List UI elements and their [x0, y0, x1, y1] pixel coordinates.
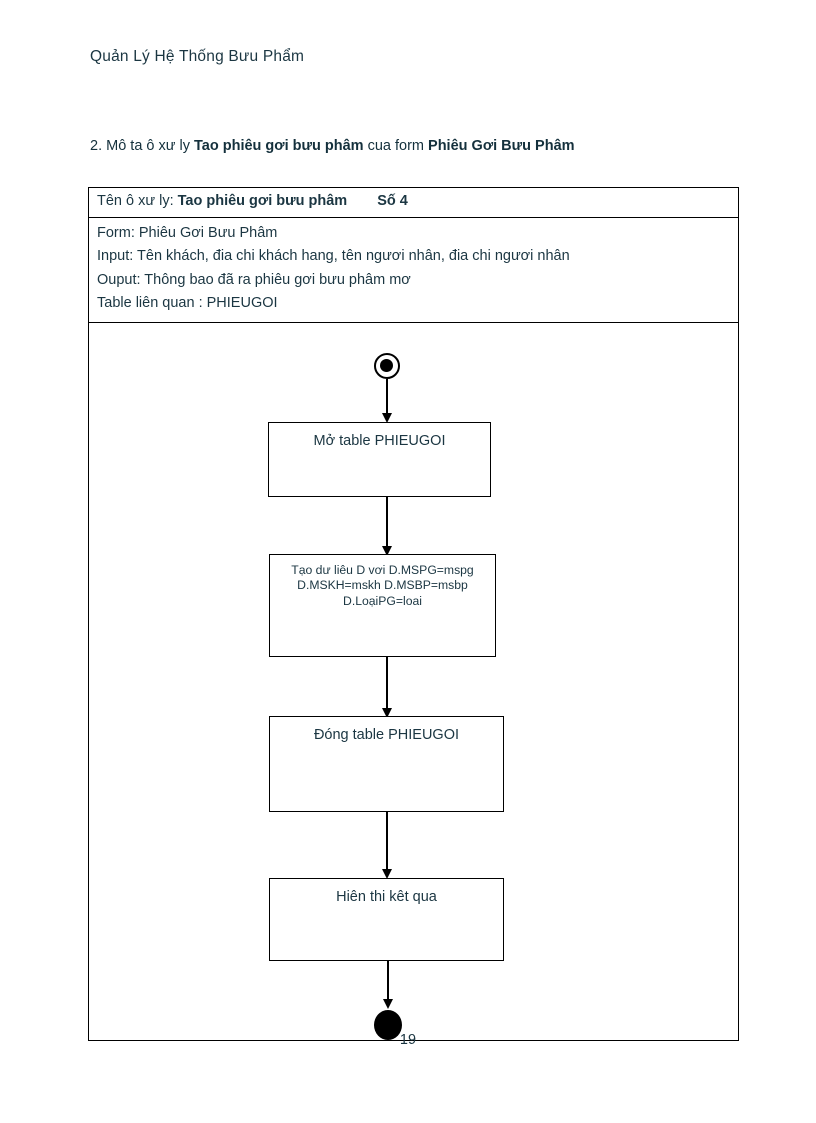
- arrowhead-end: [382, 998, 393, 1009]
- end-node: [374, 1009, 402, 1040]
- process-number: Số 4: [377, 193, 408, 209]
- process-spec-table: Tên ô xư ly: Tao phiêu gơi bưu phâm Số 4…: [88, 187, 739, 1041]
- connector-show-result-to-end: [387, 960, 389, 1007]
- arrowhead-create-data: [381, 545, 392, 556]
- start-node: [374, 352, 400, 379]
- connector-open-table-to-create-data: [386, 496, 388, 554]
- section-title-middle: cua form: [363, 138, 429, 154]
- connector-create-data-to-close-table: [386, 656, 388, 716]
- process-table-header-row: Tên ô xư ly: Tao phiêu gơi bưu phâm Số 4: [89, 188, 738, 218]
- activity-node-close-table: Đóng table PHIEUGOI: [269, 715, 504, 812]
- process-name-value: Tao phiêu gơi bưu phâm: [177, 193, 348, 209]
- activity-node-open-table-label: Mở table PHIEUGOI: [313, 432, 446, 449]
- section-title-form-name: Phiêu Gơi Bưu Phâm: [428, 138, 575, 154]
- activity-diagram: Mở table PHIEUGOI Tạo dư liêu D vơi D.MS…: [89, 322, 738, 1040]
- connector-close-table-to-show-result: [386, 811, 388, 870]
- info-line-output: Ouput: Thông bao đã ra phiêu gơi bưu phâ…: [97, 271, 411, 288]
- activity-node-show-result: Hiên thi kêt qua: [269, 877, 504, 961]
- section-title: 2. Mô ta ô xư ly Tao phiêu gơi bưu phâm …: [90, 138, 575, 154]
- section-title-prefix: 2. Mô ta ô xư ly: [90, 138, 194, 154]
- process-info-row: Form: Phiêu Gơi Bưu Phâm Input: Tên khác…: [89, 218, 738, 323]
- arrowhead-close-table: [381, 707, 392, 718]
- activity-node-open-table: Mở table PHIEUGOI: [268, 421, 491, 497]
- activity-node-close-table-label: Đóng table PHIEUGOI: [313, 726, 460, 743]
- activity-node-show-result-label: Hiên thi kêt qua: [336, 888, 437, 905]
- info-line-tables: Table liên quan : PHIEUGOI: [97, 295, 278, 312]
- connector-start-to-open-table: [386, 378, 388, 418]
- arrowhead-show-result: [381, 868, 392, 879]
- info-line-form: Form: Phiêu Gơi Bưu Phâm: [97, 224, 278, 241]
- activity-node-create-data: Tạo dư liêu D vơi D.MSPG=mspg D.MSKH=msk…: [269, 553, 496, 657]
- activity-node-create-data-label: Tạo dư liêu D vơi D.MSPG=mspg D.MSKH=msk…: [291, 562, 474, 608]
- info-line-input: Input: Tên khách, đia chi khách hang, tê…: [97, 248, 570, 265]
- running-header: Quản Lý Hệ Thống Bưu Phẩm: [90, 48, 305, 65]
- page-number: 19: [399, 1032, 417, 1048]
- process-label: Tên ô xư ly:: [97, 193, 174, 209]
- arrowhead-open-table: [381, 412, 392, 423]
- section-title-process-name: Tao phiêu gơi bưu phâm: [194, 138, 364, 154]
